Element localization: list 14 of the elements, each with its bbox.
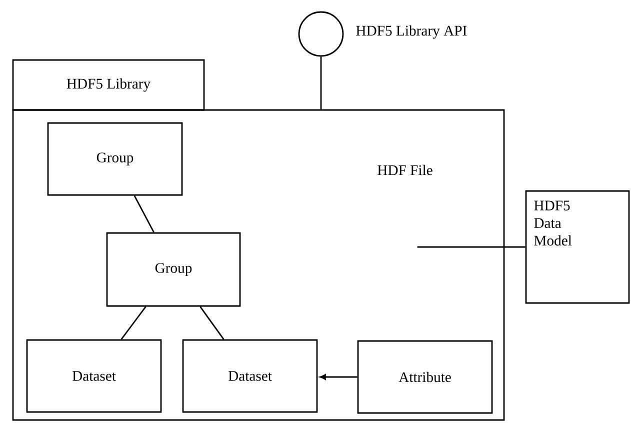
connector-line (200, 306, 224, 340)
group-box: Group (106, 232, 241, 307)
connector-line (320, 374, 358, 380)
interface-label: HDF5 Library API (356, 25, 467, 39)
connector-line (417, 246, 526, 248)
attribute-box: Attribute (357, 340, 493, 414)
connector-line (120, 306, 146, 340)
group-box: Group (47, 122, 183, 196)
dataset-box: Dataset (182, 339, 318, 413)
connector-line (134, 195, 154, 233)
dataset-box: Dataset (26, 339, 162, 413)
model-box: HDF5 Data Model (525, 190, 630, 304)
tab-box: HDF5 Library (12, 59, 205, 111)
connector-line (320, 56, 322, 110)
